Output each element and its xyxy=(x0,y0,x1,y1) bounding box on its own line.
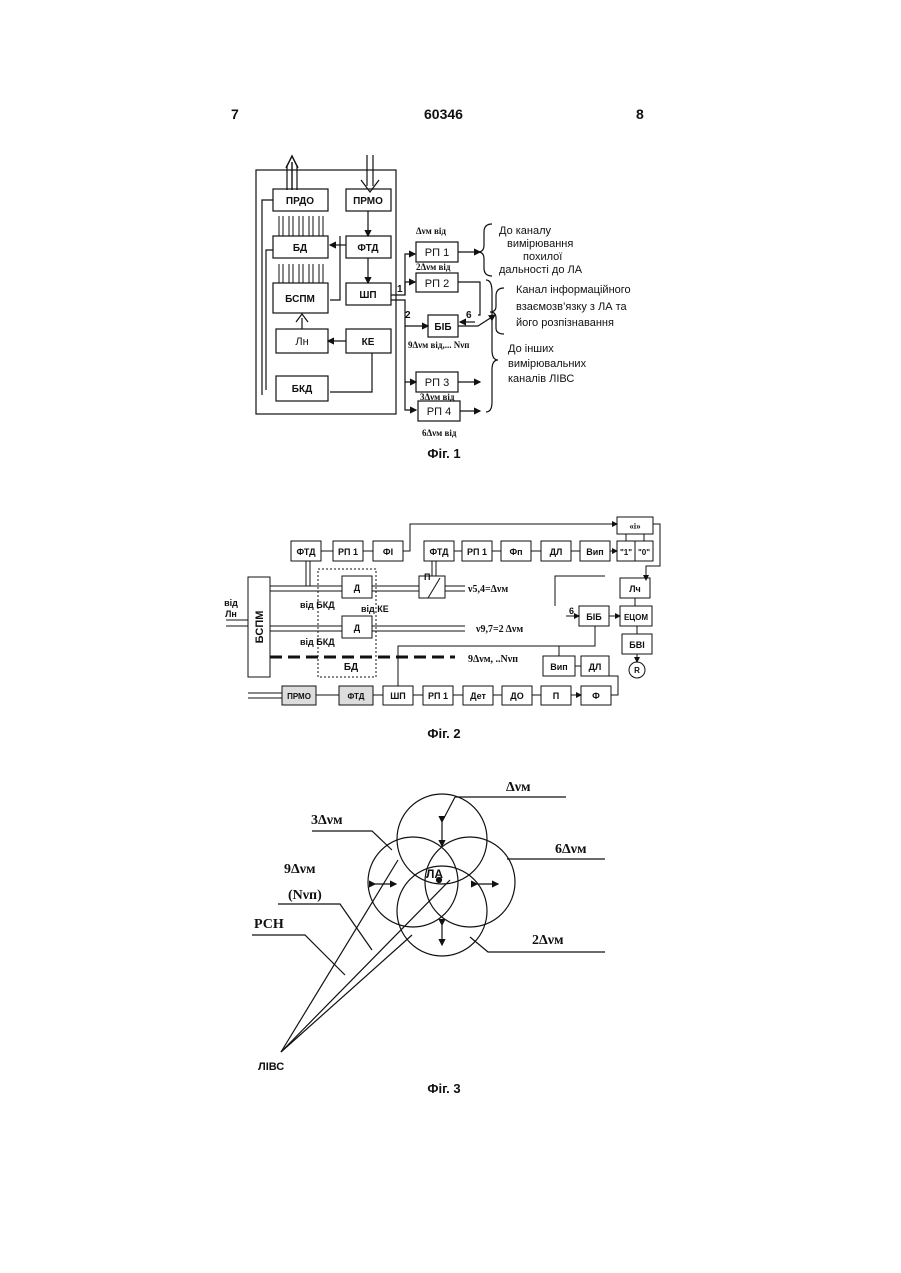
fig2-label-nu-97: ν9,7=2 Δνм xyxy=(475,624,523,635)
fig2-label-p: П xyxy=(553,691,559,701)
fig2-label-f: Ф xyxy=(592,691,600,701)
fig2-label-bd: БД xyxy=(344,662,358,673)
fig3-label-rsn: РСН xyxy=(254,917,284,932)
fig1-label-shp: ШП xyxy=(359,290,376,301)
fig2-label-p-switch: П xyxy=(424,572,430,582)
fig1-note-rp1-2: вимірювання xyxy=(507,238,573,250)
fig2-label-rp1-a: РП 1 xyxy=(338,547,358,557)
fig3-caption: Фіг. 3 xyxy=(427,1081,460,1096)
fig1-note-rp34-1: До інших xyxy=(508,343,554,355)
fig1-diagram xyxy=(256,155,504,421)
fig3-label-six: 6Δνм xyxy=(555,842,587,857)
fig1-label-rp2: РП 2 xyxy=(425,278,449,290)
fig2-label-dl-b: ДЛ xyxy=(589,662,602,672)
fig1-label-bspm: БСПМ xyxy=(285,294,315,305)
fig2-label-nu-54: ν5,4=Δνм xyxy=(467,584,508,595)
fig3-labels: Δνм 3Δνм 6Δνм 9Δνм (Nνп) РСН 2Δνм ЛА ЛІВ… xyxy=(254,780,587,1096)
fig1-label-prmo: ПРМО xyxy=(353,196,383,207)
fig1-caption: Фіг. 1 xyxy=(427,446,460,461)
fig1-signal-rp1: Δνм від xyxy=(416,226,446,236)
fig2-label-ftd-a: ФТД xyxy=(296,547,316,557)
fig2-label-ftd-c: ФТД xyxy=(348,692,365,701)
fig1-note-rp1-4: дальності до ЛА xyxy=(499,264,583,276)
fig1-label-ln: Лн xyxy=(295,336,308,348)
fig2-caption: Фіг. 2 xyxy=(427,726,460,741)
fig2-label-vid: від xyxy=(224,598,238,608)
fig2-label-do: ДО xyxy=(510,691,523,701)
fig2-label-vip-b: Вип xyxy=(550,662,567,672)
fig1-label-ftd: ФТД xyxy=(357,243,378,254)
fig1-signal-bib: 9Δνм від,... Nνп xyxy=(408,340,469,350)
fig3-label-la: ЛА xyxy=(426,867,443,881)
fig3-diagram xyxy=(252,794,605,1052)
fig2-label-r: R xyxy=(634,666,640,675)
fig1-label-bd: БД xyxy=(293,243,307,254)
fig1-label-bib: БІБ xyxy=(434,322,451,333)
fig1-signal-1: 1 xyxy=(397,284,403,295)
fig3-label-dnu: Δνм xyxy=(506,780,531,795)
fig1-note-bib-2: взаємозв’язку з ЛА та xyxy=(516,301,628,313)
fig2-label-vip-a: Вип xyxy=(586,547,603,557)
fig3-label-nine: 9Δνм xyxy=(284,862,316,877)
fig2-label-vid-bkd-2: від БКД xyxy=(300,637,335,647)
fig3-label-nvp: (Nνп) xyxy=(288,888,322,903)
fig1-signal-rp3: 3Δνм від xyxy=(420,392,455,402)
fig2-label-bspm: БСПМ xyxy=(254,611,266,644)
fig1-label-ke: КЕ xyxy=(362,337,375,348)
fig1-signal-rp4: 6Δνм від xyxy=(422,428,457,438)
fig1-note-bib-3: його розпізнавання xyxy=(516,317,614,329)
fig2-label-dl-a: ДЛ xyxy=(550,547,563,557)
fig2-label-etsom: ЕЦОМ xyxy=(624,613,648,622)
fig1-label-prdo: ПРДО xyxy=(286,196,314,207)
fig2-label-ftd-b: ФТД xyxy=(429,547,449,557)
fig1-note-rp34-3: каналів ЛІВС xyxy=(508,373,574,385)
fig1-label-bkd: БКД xyxy=(292,384,312,395)
fig1-note-rp1-1: До каналу xyxy=(499,225,552,237)
fig1-label-rp1: РП 1 xyxy=(425,247,449,259)
fig2-label-i: «і» xyxy=(629,522,641,531)
fig3-label-three: 3Δνм xyxy=(311,813,343,828)
fig2-diagram xyxy=(226,517,660,705)
fig2-label-d2: Д xyxy=(354,623,361,633)
fig2-label-lch: Лч xyxy=(629,584,641,594)
fig2-label-bib: БІБ xyxy=(586,612,602,622)
fig2-bd-frame xyxy=(318,569,376,677)
fig2-label-vid-ke: від КЕ xyxy=(361,604,389,614)
fig2-label-zero: "0" xyxy=(638,548,650,557)
fig2-label-nu-n: 9Δνм, ..Nνп xyxy=(468,654,518,665)
fig2-label-d1: Д xyxy=(354,583,361,593)
fig2-label-fi: ФІ xyxy=(383,547,393,557)
fig2-label-ln: Лн xyxy=(225,609,237,619)
fig2-label-rp1-c: РП 1 xyxy=(428,691,448,701)
fig2-label-bvi: БВІ xyxy=(629,640,644,650)
fig1-label-rp4: РП 4 xyxy=(427,406,451,418)
fig3-label-livs: ЛІВС xyxy=(258,1061,284,1073)
fig1-note-bib-1: Канал інформаційного xyxy=(516,284,631,296)
fig1-signal-rp2: 2Δνм від xyxy=(416,262,451,272)
fig1-label-rp3: РП 3 xyxy=(425,377,449,389)
fig2-label-fp: Фп xyxy=(509,547,522,557)
fig2-label-shp: ШП xyxy=(390,691,406,701)
fig3-circle-left xyxy=(368,837,458,927)
fig2-label-prmo: ПРМО xyxy=(287,692,311,701)
fig2-label-rp1-b: РП 1 xyxy=(467,547,487,557)
fig1-note-rp1-3: похилої xyxy=(523,251,562,263)
fig1-note-rp34-2: вимірювальних xyxy=(508,358,587,370)
fig1-signal-2: 2 xyxy=(405,310,411,321)
fig2-switch-frame xyxy=(419,576,445,598)
fig2-label-one: "1" xyxy=(620,548,632,557)
fig2-label-det: Дет xyxy=(470,691,486,701)
fig2-label-six: 6 xyxy=(569,606,574,616)
fig2-label-vid-bkd-1: від БКД xyxy=(300,600,335,610)
fig3-label-two: 2Δνм xyxy=(532,933,564,948)
fig1-signal-6: 6 xyxy=(466,310,472,321)
